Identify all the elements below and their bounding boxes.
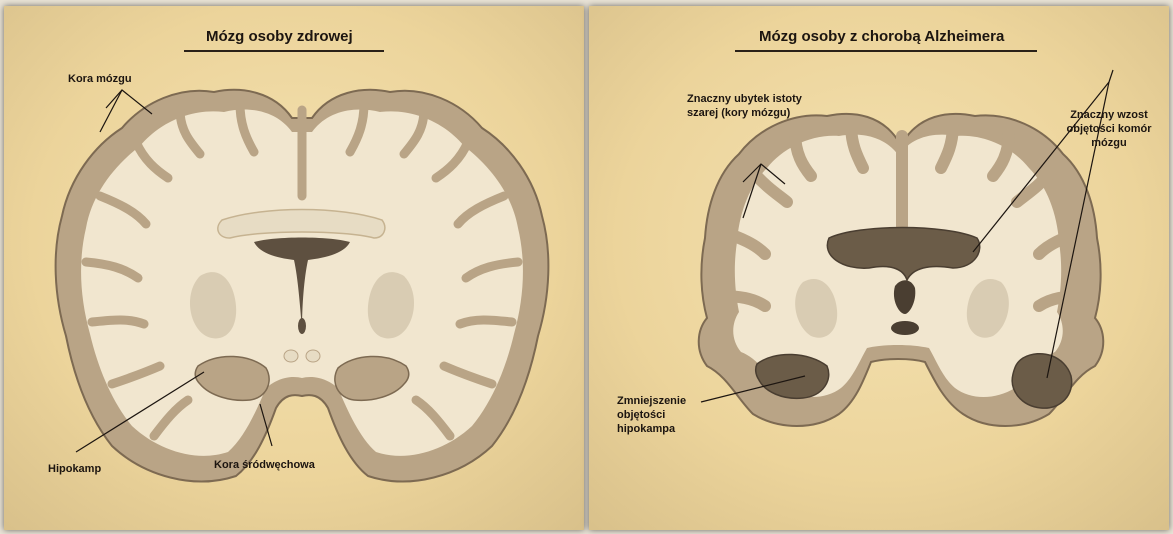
label-ventricle-line1: Znaczny wzost (1055, 108, 1163, 122)
label-hippo-line1: Zmniejszenie (617, 394, 686, 408)
label-ventricle-line2: objętości komór (1055, 122, 1163, 136)
label-hippo-line3: hipokampa (617, 422, 686, 436)
alzheimer-brain-illustration (589, 6, 1169, 530)
label-ventricle-enlargement: Znaczny wzost objętości komór mózgu (1055, 108, 1163, 150)
label-hippo-line2: objętości (617, 408, 686, 422)
label-gray-matter-loss: Znaczny ubytek istoty szarej (kory mózgu… (687, 92, 802, 120)
healthy-title: Mózg osoby zdrowej (206, 28, 353, 45)
mammillary-left (284, 350, 298, 362)
third-ventricle (298, 318, 306, 334)
mammillary-right (306, 350, 320, 362)
healthy-brain-panel: Mózg osoby zdrowej Kora mózgu Hipokamp K… (4, 6, 584, 530)
label-cortex: Kora mózgu (68, 72, 132, 86)
label-gray-matter-loss-line2: szarej (kory mózgu) (687, 106, 802, 120)
label-hippocampus: Hipokamp (48, 462, 101, 476)
alzheimer-title: Mózg osoby z chorobą Alzheimera (759, 28, 1004, 45)
alzheimer-title-underline (735, 50, 1037, 52)
label-hippocampus-shrinkage: Zmniejszenie objętości hipokampa (617, 394, 686, 436)
label-entorhinal-cortex: Kora śródwęchowa (214, 458, 315, 472)
alzheimer-brain-panel: Mózg osoby z chorobą Alzheimera Znaczny … (589, 6, 1169, 530)
label-ventricle-line3: mózgu (1055, 136, 1163, 150)
hippocampus-right (1012, 354, 1071, 408)
healthy-title-underline (184, 50, 384, 52)
inferior-ventricle (891, 321, 919, 335)
label-gray-matter-loss-line1: Znaczny ubytek istoty (687, 92, 802, 106)
